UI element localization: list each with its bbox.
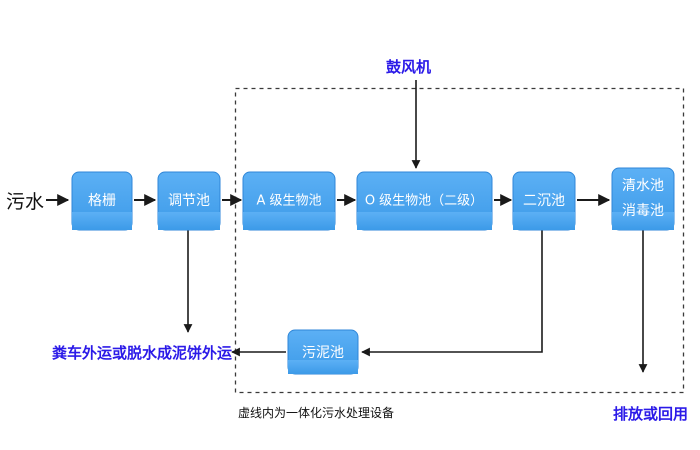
node-o-stage-biological-tank[interactable]: O 级生物池（二级） (356, 171, 493, 231)
diagram-caption: 虚线内为一体化污水处理设备 (238, 406, 394, 420)
node-o-stage-biological-tank-label: O 级生物池（二级） (365, 194, 483, 209)
discharge-label: 排放或回用 (613, 405, 688, 423)
node-sludge-tank-label: 污泥池 (302, 345, 344, 361)
node-secondary-sedimentation-tank[interactable]: 二沉池 (512, 171, 576, 231)
inlet-label: 污水 (6, 191, 44, 213)
node-a-stage-biological-tank[interactable]: A 级生物池 (242, 171, 336, 231)
node-regulating-tank[interactable]: 调节池 (157, 171, 221, 231)
node-secondary-sedimentation-tank-label: 二沉池 (523, 193, 565, 209)
node-grille-label: 格栅 (88, 193, 116, 209)
node-sludge-tank[interactable]: 污泥池 (287, 329, 359, 375)
node-clear-water-disinfection-tank[interactable]: 清水池 消毒池 (611, 167, 675, 231)
node-grille[interactable]: 格栅 (71, 171, 133, 231)
node-clear-water-tank-label: 清水池 (622, 178, 664, 194)
node-a-stage-biological-tank-label: A 级生物池 (256, 194, 321, 209)
flow-secondary-to-sludge (361, 230, 543, 357)
integrated-equipment-boundary (234, 87, 685, 394)
blower-label: 鼓风机 (386, 58, 431, 76)
node-regulating-tank-label: 调节池 (168, 193, 210, 209)
sludge-outlet-label: 粪车外运或脱水成泥饼外运 (52, 344, 232, 362)
node-disinfection-tank-label: 消毒池 (622, 203, 664, 219)
